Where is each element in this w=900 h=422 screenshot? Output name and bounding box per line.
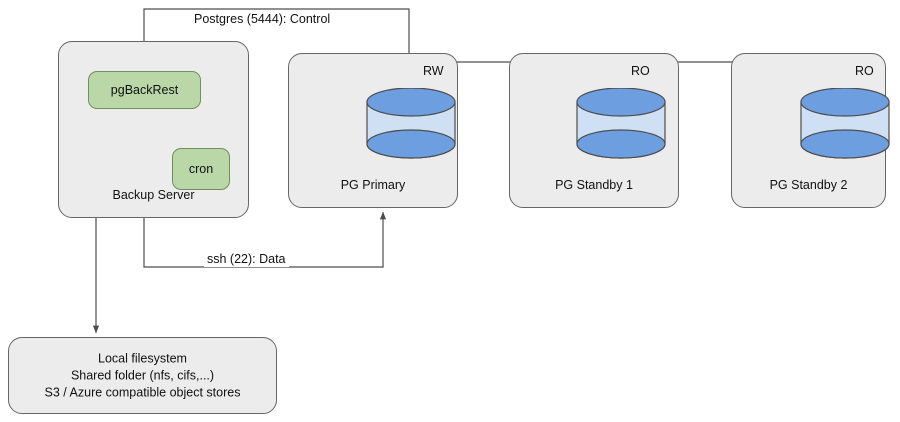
node-storage-targets-label: Local filesystem Shared folder (nfs, cif… (9, 350, 276, 401)
node-cron[interactable]: cron (172, 148, 230, 190)
database-cylinder-standby-2 (800, 88, 890, 159)
access-label-standby-2: RO (855, 64, 874, 78)
access-label-standby-1: RO (631, 64, 650, 78)
edge-label-control: Postgres (5444): Control (191, 12, 334, 27)
database-cylinder-standby-1 (576, 88, 666, 159)
node-pgbackrest-label: pgBackRest (110, 83, 179, 97)
node-cron-label: cron (188, 162, 214, 176)
access-label-primary: RW (423, 64, 444, 78)
node-pg-standby-2-label: PG Standby 2 (769, 178, 848, 192)
node-storage-targets[interactable]: Local filesystem Shared folder (nfs, cif… (8, 337, 277, 414)
storage-line-1: Local filesystem (98, 351, 187, 365)
database-cylinder-primary (366, 88, 456, 159)
node-pg-standby-1-label: PG Standby 1 (555, 178, 633, 192)
node-pg-primary-label: PG Primary (340, 178, 406, 192)
storage-line-3: S3 / Azure compatible object stores (44, 385, 241, 399)
node-pgbackrest[interactable]: pgBackRest (88, 71, 201, 109)
node-backup-server[interactable]: Backup Server (58, 41, 249, 218)
edge-label-data: ssh (22): Data (204, 252, 289, 267)
storage-line-2: Shared folder (nfs, cifs,...) (70, 368, 215, 382)
node-backup-server-label: Backup Server (112, 188, 195, 202)
